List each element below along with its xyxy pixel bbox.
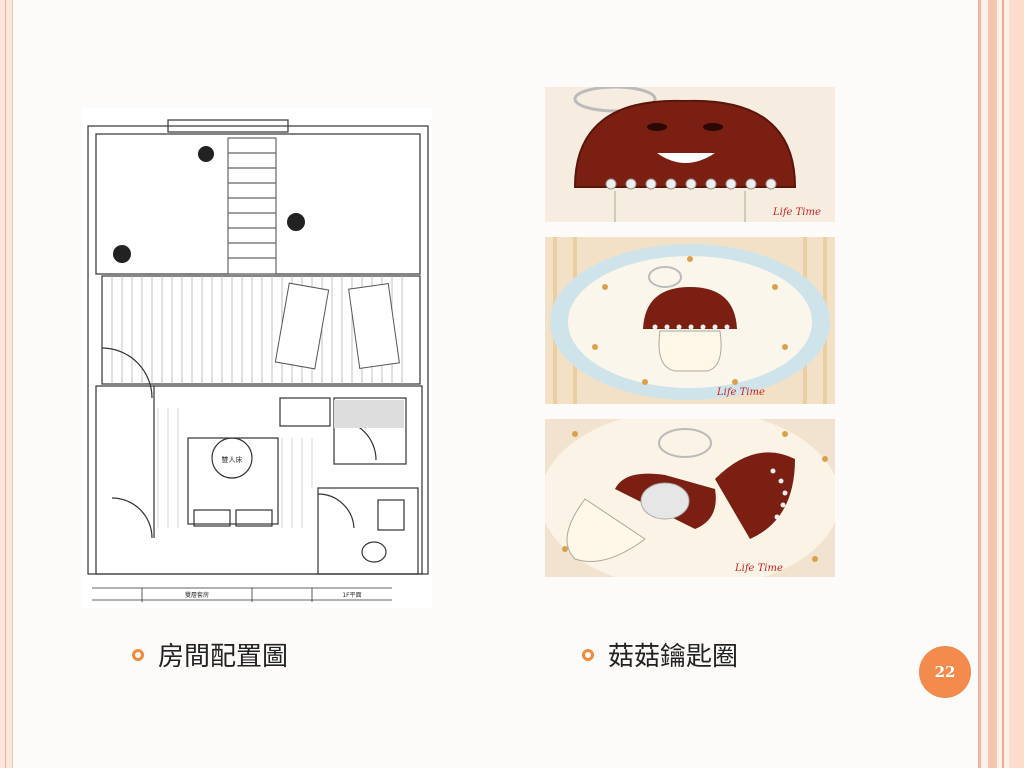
table-label: 雙人床 <box>222 455 243 464</box>
brand-mark-3: Life Time <box>734 563 783 574</box>
keychain-photo-1: Life Time <box>545 87 835 222</box>
caption-floor-plan: 房間配置圖 <box>132 636 288 673</box>
floor-plan-image: 雙人床 雙層套房 1F平面 <box>82 108 432 608</box>
keychain-photo-2: Life Time <box>545 237 835 404</box>
floor-plan-drawing: 雙人床 雙層套房 1F平面 <box>87 119 429 602</box>
caption-floor-plan-text: 房間配置圖 <box>158 642 289 672</box>
keychain-photo-3: Life Time <box>545 419 835 577</box>
page-number-badge: 22 <box>919 646 971 698</box>
bullet-icon <box>582 648 594 661</box>
bullet-icon <box>132 648 144 661</box>
left-border <box>0 0 13 768</box>
brand-mark-1: Life Time <box>772 207 821 218</box>
mushroom-keychain-open: Life Time <box>545 419 835 577</box>
caption-keychain-text: 菇菇鑰匙圈 <box>608 642 739 672</box>
caption-keychain: 菇菇鑰匙圈 <box>582 636 738 673</box>
plan-floor: 1F平面 <box>342 592 361 599</box>
mushroom-keychain-plate: Life Time <box>545 237 835 404</box>
right-border <box>978 0 1024 768</box>
brand-mark-2: Life Time <box>716 387 765 398</box>
mushroom-keychain-closeup: Life Time <box>545 87 835 222</box>
plan-title: 雙層套房 <box>185 591 209 599</box>
